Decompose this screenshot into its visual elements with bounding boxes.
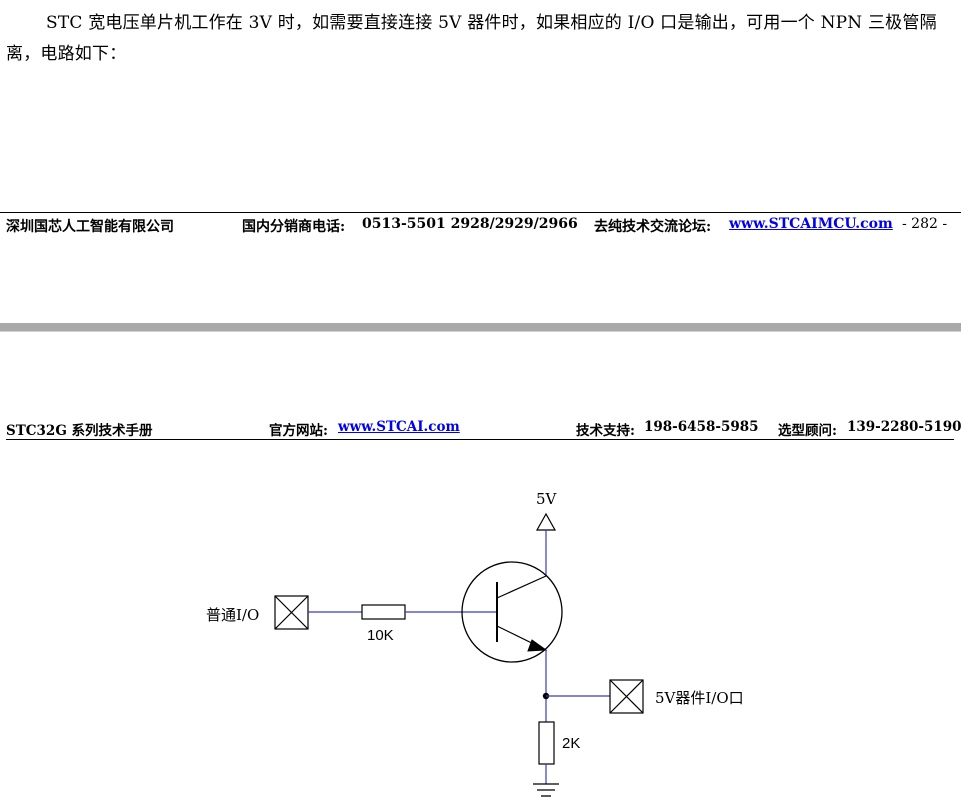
header-sales-phone: 139-2280-5190	[847, 419, 961, 435]
footer-page-number: - 282 -	[902, 216, 948, 232]
page-break-shadow	[0, 331, 961, 332]
header-manual-title: STC32G 系列技术手册	[6, 423, 153, 439]
input-label: 普通I/O	[206, 606, 259, 624]
npn-transistor-icon	[461, 561, 563, 663]
ground-icon	[533, 783, 559, 797]
footer-rule	[0, 212, 961, 213]
pulldown-resistor-value: 2K	[562, 735, 580, 752]
header-website-label: 官方网站:	[269, 423, 328, 439]
base-resistor-icon	[361, 604, 406, 620]
emitter-arrow-icon	[527, 639, 548, 652]
header-website-link[interactable]: www.STCAI.com	[338, 419, 460, 435]
supply-arrow-icon	[535, 512, 557, 531]
page-header: STC32G 系列技术手册 官方网站: www.STCAI.com 技术支持: …	[6, 419, 961, 439]
footer-forum-link[interactable]: www.STCAIMCU.com	[729, 216, 893, 232]
intro-paragraph: STC 宽电压单片机工作在 3V 时，如需要直接连接 5V 器件时，如果相应的 …	[6, 13, 937, 64]
header-sales-label: 选型顾问:	[778, 423, 837, 439]
footer-distributor-phone: 0513-5501 2928/2929/2966	[362, 216, 578, 232]
page-footer: 深圳国芯人工智能有限公司 国内分销商电话: 0513-5501 2928/292…	[6, 216, 952, 238]
output-terminal-icon	[609, 679, 644, 714]
pulldown-resistor-icon	[538, 721, 555, 765]
output-label: 5V器件I/O口	[655, 689, 744, 707]
page-break-bar	[0, 323, 961, 331]
base-resistor-value: 10K	[367, 627, 394, 644]
supply-label: 5V	[536, 490, 558, 508]
footer-company: 深圳国芯人工智能有限公司	[6, 219, 174, 235]
header-support-label: 技术支持:	[576, 423, 635, 439]
footer-distributor-label: 国内分销商电话:	[242, 219, 346, 235]
header-support-phone: 198-6458-5985	[644, 419, 759, 435]
footer-forum-label: 去纯技术交流论坛:	[594, 219, 712, 235]
header-rule	[6, 439, 954, 440]
